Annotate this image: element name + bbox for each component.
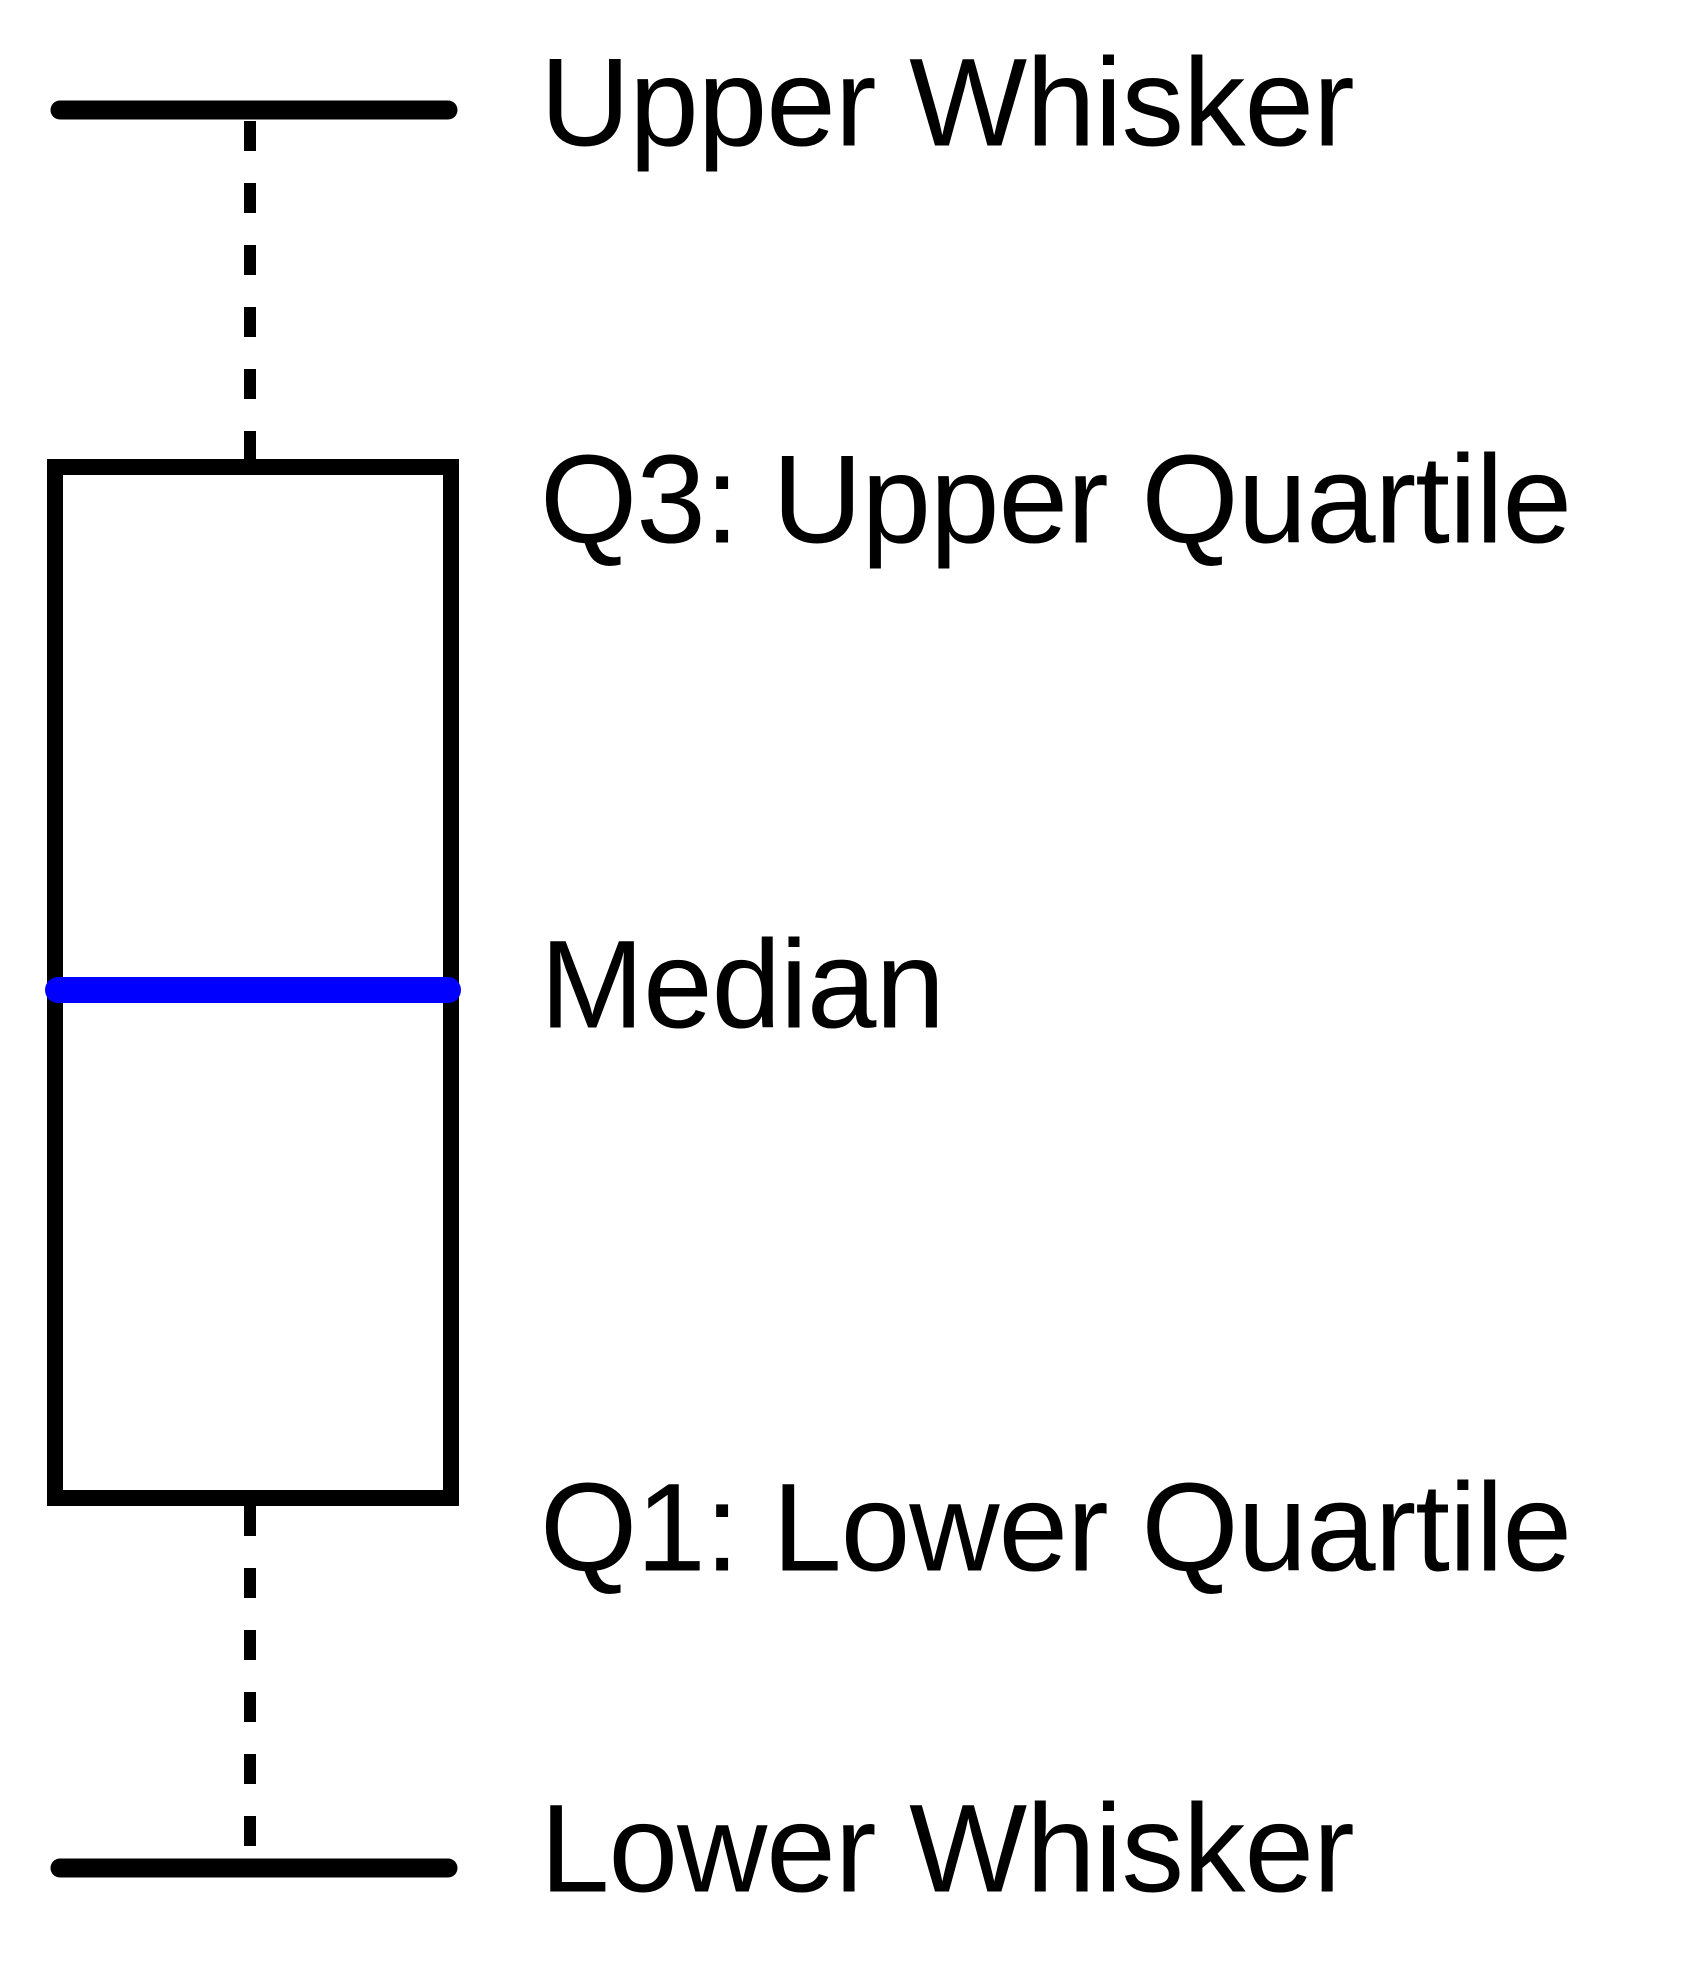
median-label: Median <box>540 915 945 1055</box>
q1-lower-quartile-label: Q1: Lower Quartile <box>540 1458 1572 1598</box>
upper-whisker-label: Upper Whisker <box>540 33 1355 173</box>
lower-whisker-label: Lower Whisker <box>540 1779 1355 1919</box>
q3-upper-quartile-label: Q3: Upper Quartile <box>540 430 1572 570</box>
